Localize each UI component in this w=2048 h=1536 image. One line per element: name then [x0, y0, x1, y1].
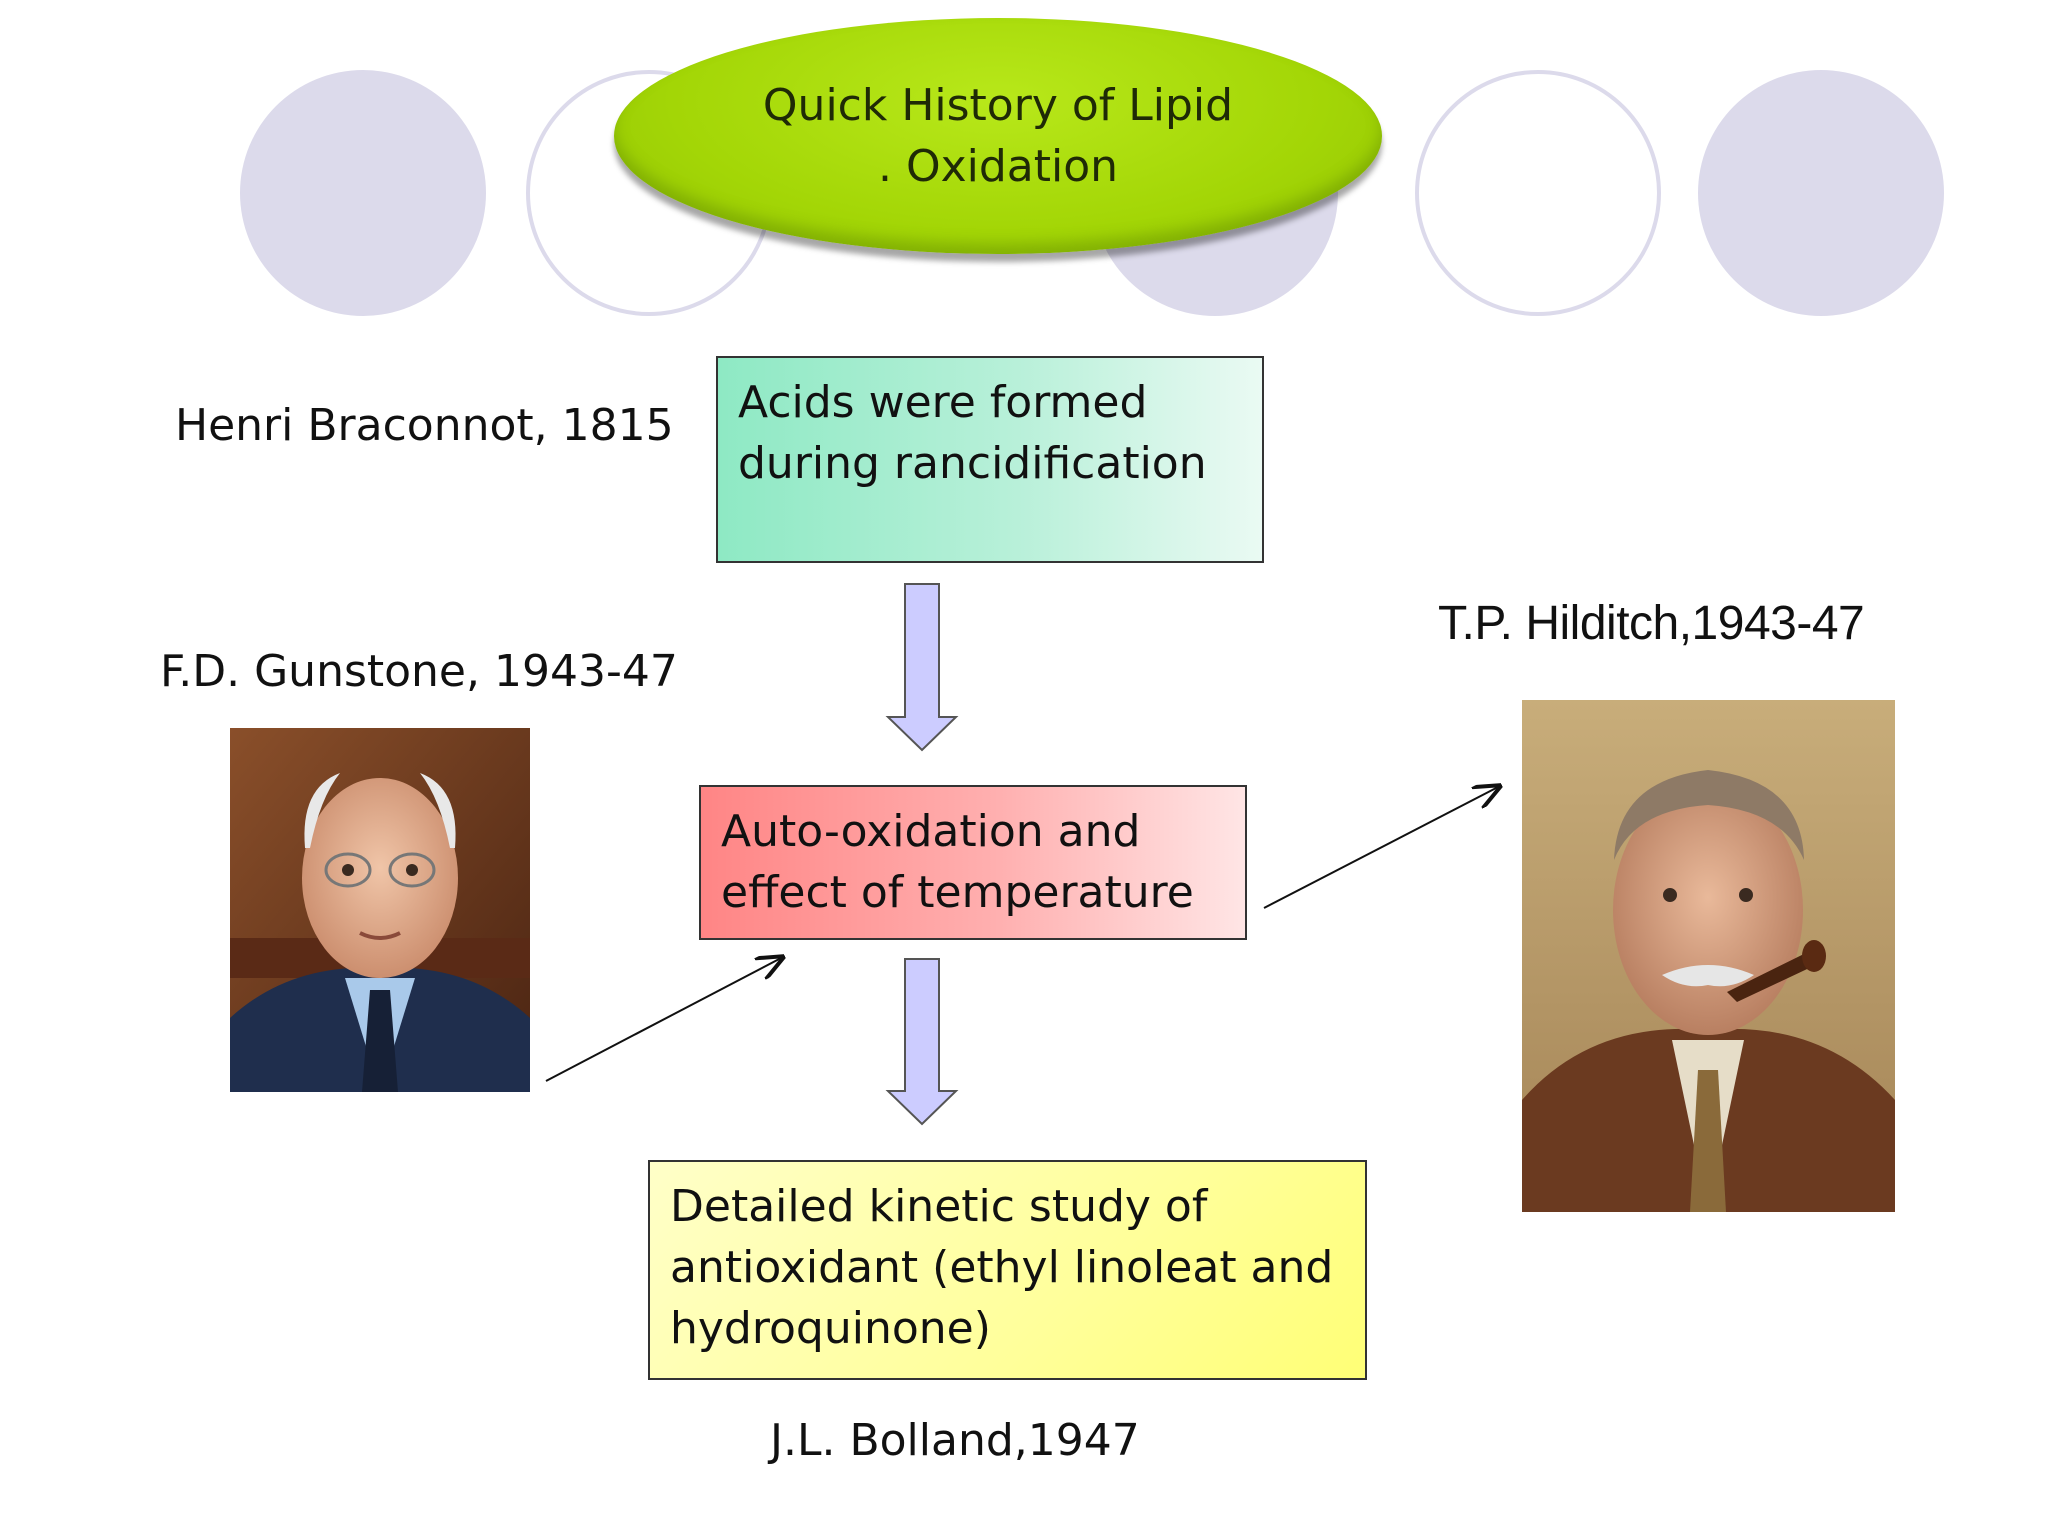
box-autooxidation-line-1: Auto-oxidation and — [721, 806, 1141, 857]
box-auto-oxidation: Auto-oxidation and effect of temperature — [699, 785, 1247, 940]
down-arrow-1 — [885, 583, 959, 752]
slide-title-line-2: . Oxidation — [877, 141, 1119, 192]
arrow-gunstone-to-autooxidation — [545, 957, 783, 1082]
box-acids-line-1: Acids were formed — [738, 377, 1148, 428]
box-autooxidation-line-2: effect of temperature — [721, 867, 1194, 918]
label-braconnot: Henri Braconnot, 1815 — [175, 400, 674, 451]
slide-title: Quick History of Lipid . Oxidation — [738, 75, 1258, 197]
decor-circle-1 — [240, 70, 486, 316]
label-bolland: J.L. Bolland,1947 — [770, 1415, 1140, 1466]
down-arrow-2 — [885, 958, 959, 1126]
box-kinetic-study: Detailed kinetic study of antioxidant (e… — [648, 1160, 1367, 1380]
decor-circle-4 — [1415, 70, 1661, 316]
portrait-gunstone-svg — [230, 728, 530, 1092]
photo-hilditch — [1522, 700, 1895, 1212]
box-kinetic-line-2: antioxidant (ethyl linoleat and — [670, 1242, 1334, 1293]
title-ellipse: Quick History of Lipid . Oxidation — [614, 18, 1382, 254]
photo-gunstone — [230, 728, 530, 1092]
slide-title-line-1: Quick History of Lipid — [762, 80, 1234, 131]
decor-circle-5 — [1698, 70, 1944, 316]
box-kinetic-line-1: Detailed kinetic study of — [670, 1181, 1208, 1232]
arrow-autooxidation-to-hilditch — [1263, 786, 1500, 909]
box-acids-formed: Acids were formed during rancidification — [716, 356, 1264, 563]
label-hilditch: T.P. Hilditch,1943-47 — [1438, 597, 1865, 650]
box-acids-line-2: during rancidification — [738, 438, 1207, 489]
portrait-hilditch-svg — [1522, 700, 1895, 1212]
label-gunstone: F.D. Gunstone, 1943-47 — [160, 646, 678, 697]
box-kinetic-line-3: hydroquinone) — [670, 1303, 991, 1354]
